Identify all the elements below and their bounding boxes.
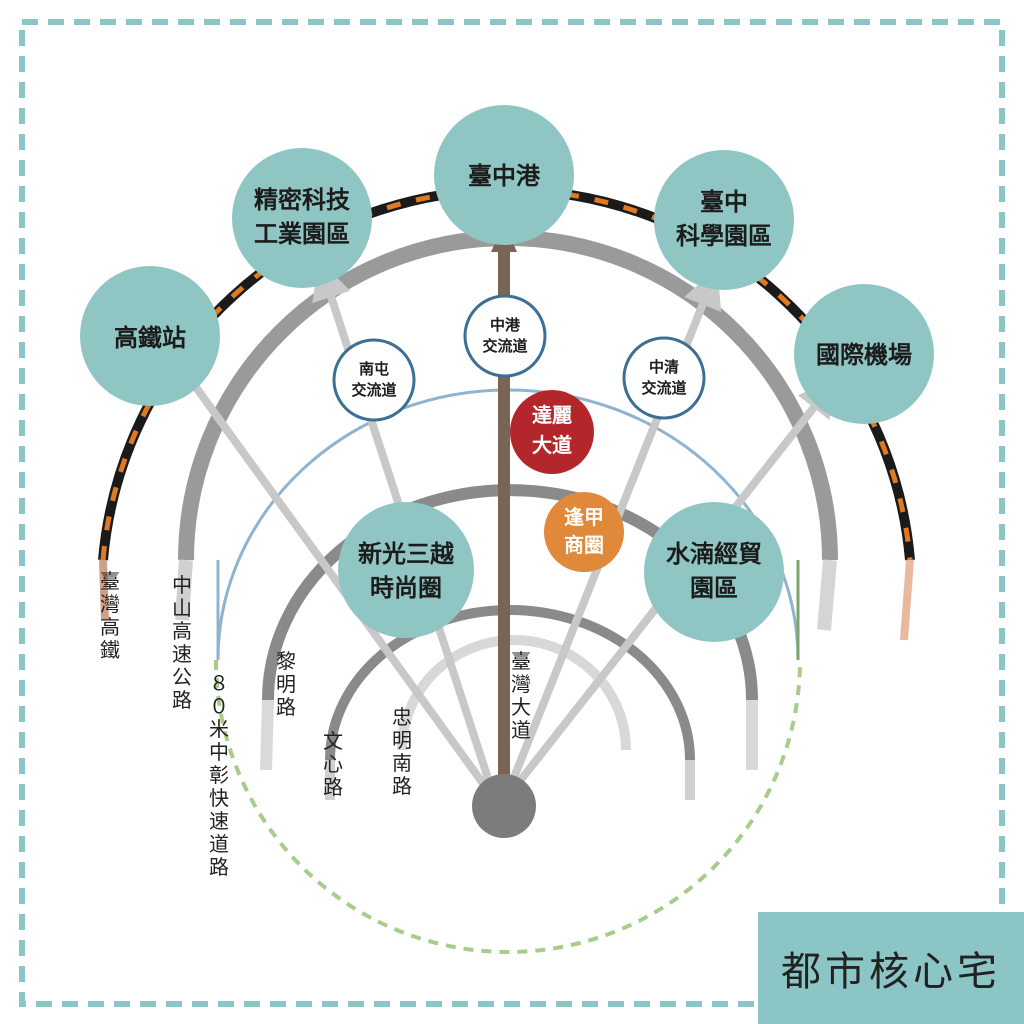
destination-precision-park[interactable]: 精密科技 工業園區 (232, 148, 372, 288)
svg-text:國際機場: 國際機場 (816, 341, 912, 369)
zhongming-road-arc (397, 635, 631, 751)
svg-text:交流道: 交流道 (482, 337, 527, 355)
svg-text:科學園區: 科學園區 (676, 222, 772, 250)
destination-taichung-port[interactable]: 臺中港 (434, 105, 574, 245)
interchange-nantun[interactable]: 南屯 交流道 (332, 338, 416, 422)
svg-text:高鐵站: 高鐵站 (114, 324, 186, 352)
svg-text:園區: 園區 (690, 574, 738, 602)
destination-airport[interactable]: 國際機場 (794, 284, 934, 424)
svg-text:商圈: 商圈 (564, 533, 604, 557)
center-home-node (472, 774, 536, 838)
outer-dashed-frame (19, 19, 1005, 1007)
svg-text:工業園區: 工業園區 (254, 220, 350, 248)
road-label-taiwan-hsr: 臺灣高鐵 (100, 569, 120, 662)
road-label-wenxin: 文心路 (323, 729, 343, 799)
title-box: 都市核心宅 (758, 912, 1024, 1024)
svg-text:大道: 大道 (532, 433, 572, 457)
svg-text:新光三越: 新光三越 (358, 540, 455, 568)
district-shuinan-trade-park[interactable]: 水湳經貿 園區 (644, 502, 784, 642)
svg-text:中港: 中港 (490, 316, 521, 334)
interchange-zhonggang[interactable]: 中港 交流道 (463, 294, 547, 378)
road-label-80m-expressway: ８０米中彰快速道路 (209, 671, 229, 879)
svg-text:水湳經貿: 水湳經貿 (666, 540, 762, 568)
destination-hsr-station[interactable]: 高鐵站 (80, 266, 220, 406)
svg-text:中清: 中清 (649, 358, 679, 376)
road-label-taiwan-boulevard: 臺灣大道 (511, 649, 531, 742)
district-shinkong-fashion[interactable]: 新光三越 時尚圈 (338, 502, 474, 638)
road-label-zhongming-south: 忠明南路 (392, 705, 412, 798)
destination-science-park[interactable]: 臺中 科學園區 (654, 150, 794, 290)
green-dashed-ring (214, 659, 802, 954)
district-fengjia[interactable]: 逢甲 商圈 (544, 492, 624, 572)
road-label-zhongshan-freeway: 中山高速公路 (172, 573, 192, 712)
page-title: 都市核心宅 (781, 949, 1001, 995)
svg-text:精密科技: 精密科技 (254, 186, 351, 214)
svg-text:南屯: 南屯 (359, 360, 389, 378)
svg-text:交流道: 交流道 (641, 379, 686, 397)
svg-text:臺中: 臺中 (700, 188, 748, 216)
svg-text:臺中港: 臺中港 (468, 162, 541, 190)
road-label-liming: 黎明路 (276, 649, 296, 719)
svg-text:達麗: 達麗 (532, 403, 572, 427)
district-dali-boulevard[interactable]: 達麗 大道 (510, 390, 594, 474)
svg-text:交流道: 交流道 (351, 381, 396, 399)
interchange-zhongqing[interactable]: 中清 交流道 (622, 336, 706, 420)
svg-text:時尚圈: 時尚圈 (370, 574, 442, 602)
svg-text:逢甲: 逢甲 (564, 505, 604, 529)
